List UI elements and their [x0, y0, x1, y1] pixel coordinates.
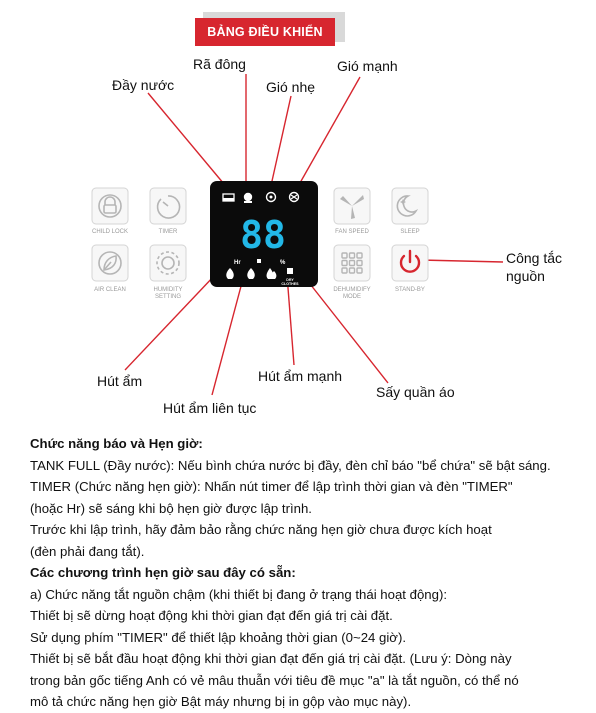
- timer-label: TIMER: [159, 229, 178, 235]
- dehumidify-mode-label-1: DEHUMIDIFY: [333, 287, 370, 293]
- line-gio-nhe: [269, 95, 292, 191]
- power-icon: [399, 249, 421, 273]
- stand-by-label: STAND-BY: [395, 287, 425, 293]
- line-say-quan-ao: [302, 274, 389, 384]
- callout-day-nuoc: Đầy nước: [112, 77, 175, 93]
- leader-lines: [124, 74, 504, 396]
- humidity-setting-label-1: HUMIDITY: [154, 287, 183, 293]
- description-line-9: Thiết bị sẽ bắt đầu hoạt động khi thời g…: [30, 651, 512, 666]
- button-child-lock[interactable]: CHILD LOCK: [91, 187, 129, 235]
- button-timer[interactable]: TIMER: [149, 187, 187, 235]
- button-humidity-setting[interactable]: HUMIDITY SETTING: [149, 244, 187, 300]
- hr-indicator: Hr: [234, 260, 241, 266]
- callout-cong-tac-1: Công tắc: [506, 250, 563, 266]
- description-line-4: Trước khi lập trình, hãy đảm bảo rằng ch…: [30, 522, 492, 537]
- timer-icon: [156, 195, 181, 219]
- description-line-7: Thiết bị sẽ dừng hoạt động khi thời gian…: [30, 608, 393, 623]
- continuous-dehumidify-icon: [247, 268, 255, 279]
- high-fan-icon: [288, 191, 300, 203]
- sleep-label: SLEEP: [400, 229, 419, 235]
- description-line-1: TANK FULL (Đầy nước): Nếu bình chứa nước…: [30, 457, 551, 473]
- lock-icon: [98, 194, 122, 218]
- callout-gio-manh: Gió mạnh: [337, 58, 398, 74]
- line-cong-tac: [419, 259, 504, 263]
- display-panel: 88 Hr % DRY CLOTHES: [210, 181, 318, 287]
- tank-full-icon: [222, 193, 235, 202]
- callout-gio-nhe: Gió nhẹ: [266, 79, 316, 95]
- line-day-nuoc: [147, 92, 230, 191]
- description-heading-1: Chức năng báo và Hẹn giờ:: [30, 436, 203, 451]
- svg-text:CLOTHES: CLOTHES: [281, 282, 299, 286]
- button-air-clean[interactable]: AIR CLEAN: [91, 244, 129, 293]
- fan-icon: [340, 195, 364, 219]
- callout-hut-am: Hút ẩm: [97, 373, 143, 389]
- panel-title-banner: BẢNG ĐIỀU KHIỂN: [195, 12, 345, 48]
- panel-title: BẢNG ĐIỀU KHIỂN: [195, 18, 335, 46]
- description-heading-2: Các chương trình hẹn giờ sau đây có sẵn:: [30, 565, 296, 580]
- button-dehumidify-mode[interactable]: DEHUMIDIFY MODE: [333, 244, 371, 300]
- percent-indicator: %: [280, 260, 286, 266]
- callout-cong-tac-2: nguồn: [506, 268, 545, 284]
- button-stand-by[interactable]: STAND-BY: [391, 244, 429, 293]
- defrost-icon: [243, 192, 253, 203]
- callout-hut-am-lien-tuc: Hút ẩm liên tục: [163, 400, 257, 416]
- description-line-11: mô tả chức năng hẹn giờ Bật máy nhưng bị…: [30, 694, 412, 709]
- bottom-mode-icons: DRY CLOTHES: [226, 268, 299, 286]
- callout-hut-am-manh: Hút ẩm mạnh: [258, 368, 343, 384]
- air-clean-label: AIR CLEAN: [94, 287, 126, 293]
- line-hut-am-lien-tuc: [211, 274, 245, 396]
- leaf-icon: [98, 251, 122, 275]
- description-line-10: trong bản gốc tiếng Anh có vẻ mâu thuẫn …: [30, 672, 519, 688]
- button-fan-speed[interactable]: FAN SPEED: [333, 187, 371, 235]
- low-fan-icon: [265, 191, 277, 203]
- top-indicator-icons: [222, 191, 300, 203]
- child-lock-label: CHILD LOCK: [92, 229, 128, 235]
- callout-say-quan-ao: Sấy quần áo: [376, 384, 455, 400]
- description-block: Chức năng báo và Hẹn giờ: TANK FULL (Đầy…: [30, 433, 590, 713]
- svg-text:DRY: DRY: [286, 278, 294, 282]
- line-hut-am-manh: [286, 274, 295, 366]
- description-line-5: (đèn phải đang tắt).: [30, 543, 145, 559]
- dot-indicator: [257, 259, 261, 263]
- description-line-6: a) Chức năng tắt nguồn chậm (khi thiết b…: [30, 586, 448, 602]
- dry-clothes-icon: DRY CLOTHES: [281, 268, 299, 286]
- description-line-8: Sử dụng phím "TIMER" để thiết lập khoảng…: [30, 629, 406, 645]
- display-digits: 88: [240, 213, 286, 257]
- button-sleep[interactable]: SLEEP: [391, 187, 429, 235]
- sleep-moon-icon: [396, 195, 419, 217]
- gear-icon: [156, 251, 180, 275]
- description-line-2: TIMER (Chức năng hẹn giờ): Nhấn nút time…: [30, 479, 513, 494]
- callout-ra-dong: Rã đông: [193, 56, 246, 72]
- grid-icon: [341, 252, 363, 274]
- humidity-setting-label-2: SETTING: [155, 294, 181, 300]
- fan-speed-label: FAN SPEED: [335, 229, 369, 235]
- dehumidify-mode-label-2: MODE: [343, 294, 361, 300]
- line-gio-manh: [295, 76, 361, 191]
- line-hut-am: [124, 274, 216, 371]
- strong-dehumidify-icon: [266, 268, 277, 279]
- dehumidify-icon: [226, 268, 234, 279]
- description-line-3: (hoặc Hr) sẽ sáng khi bộ hẹn giờ được lậ…: [30, 500, 312, 516]
